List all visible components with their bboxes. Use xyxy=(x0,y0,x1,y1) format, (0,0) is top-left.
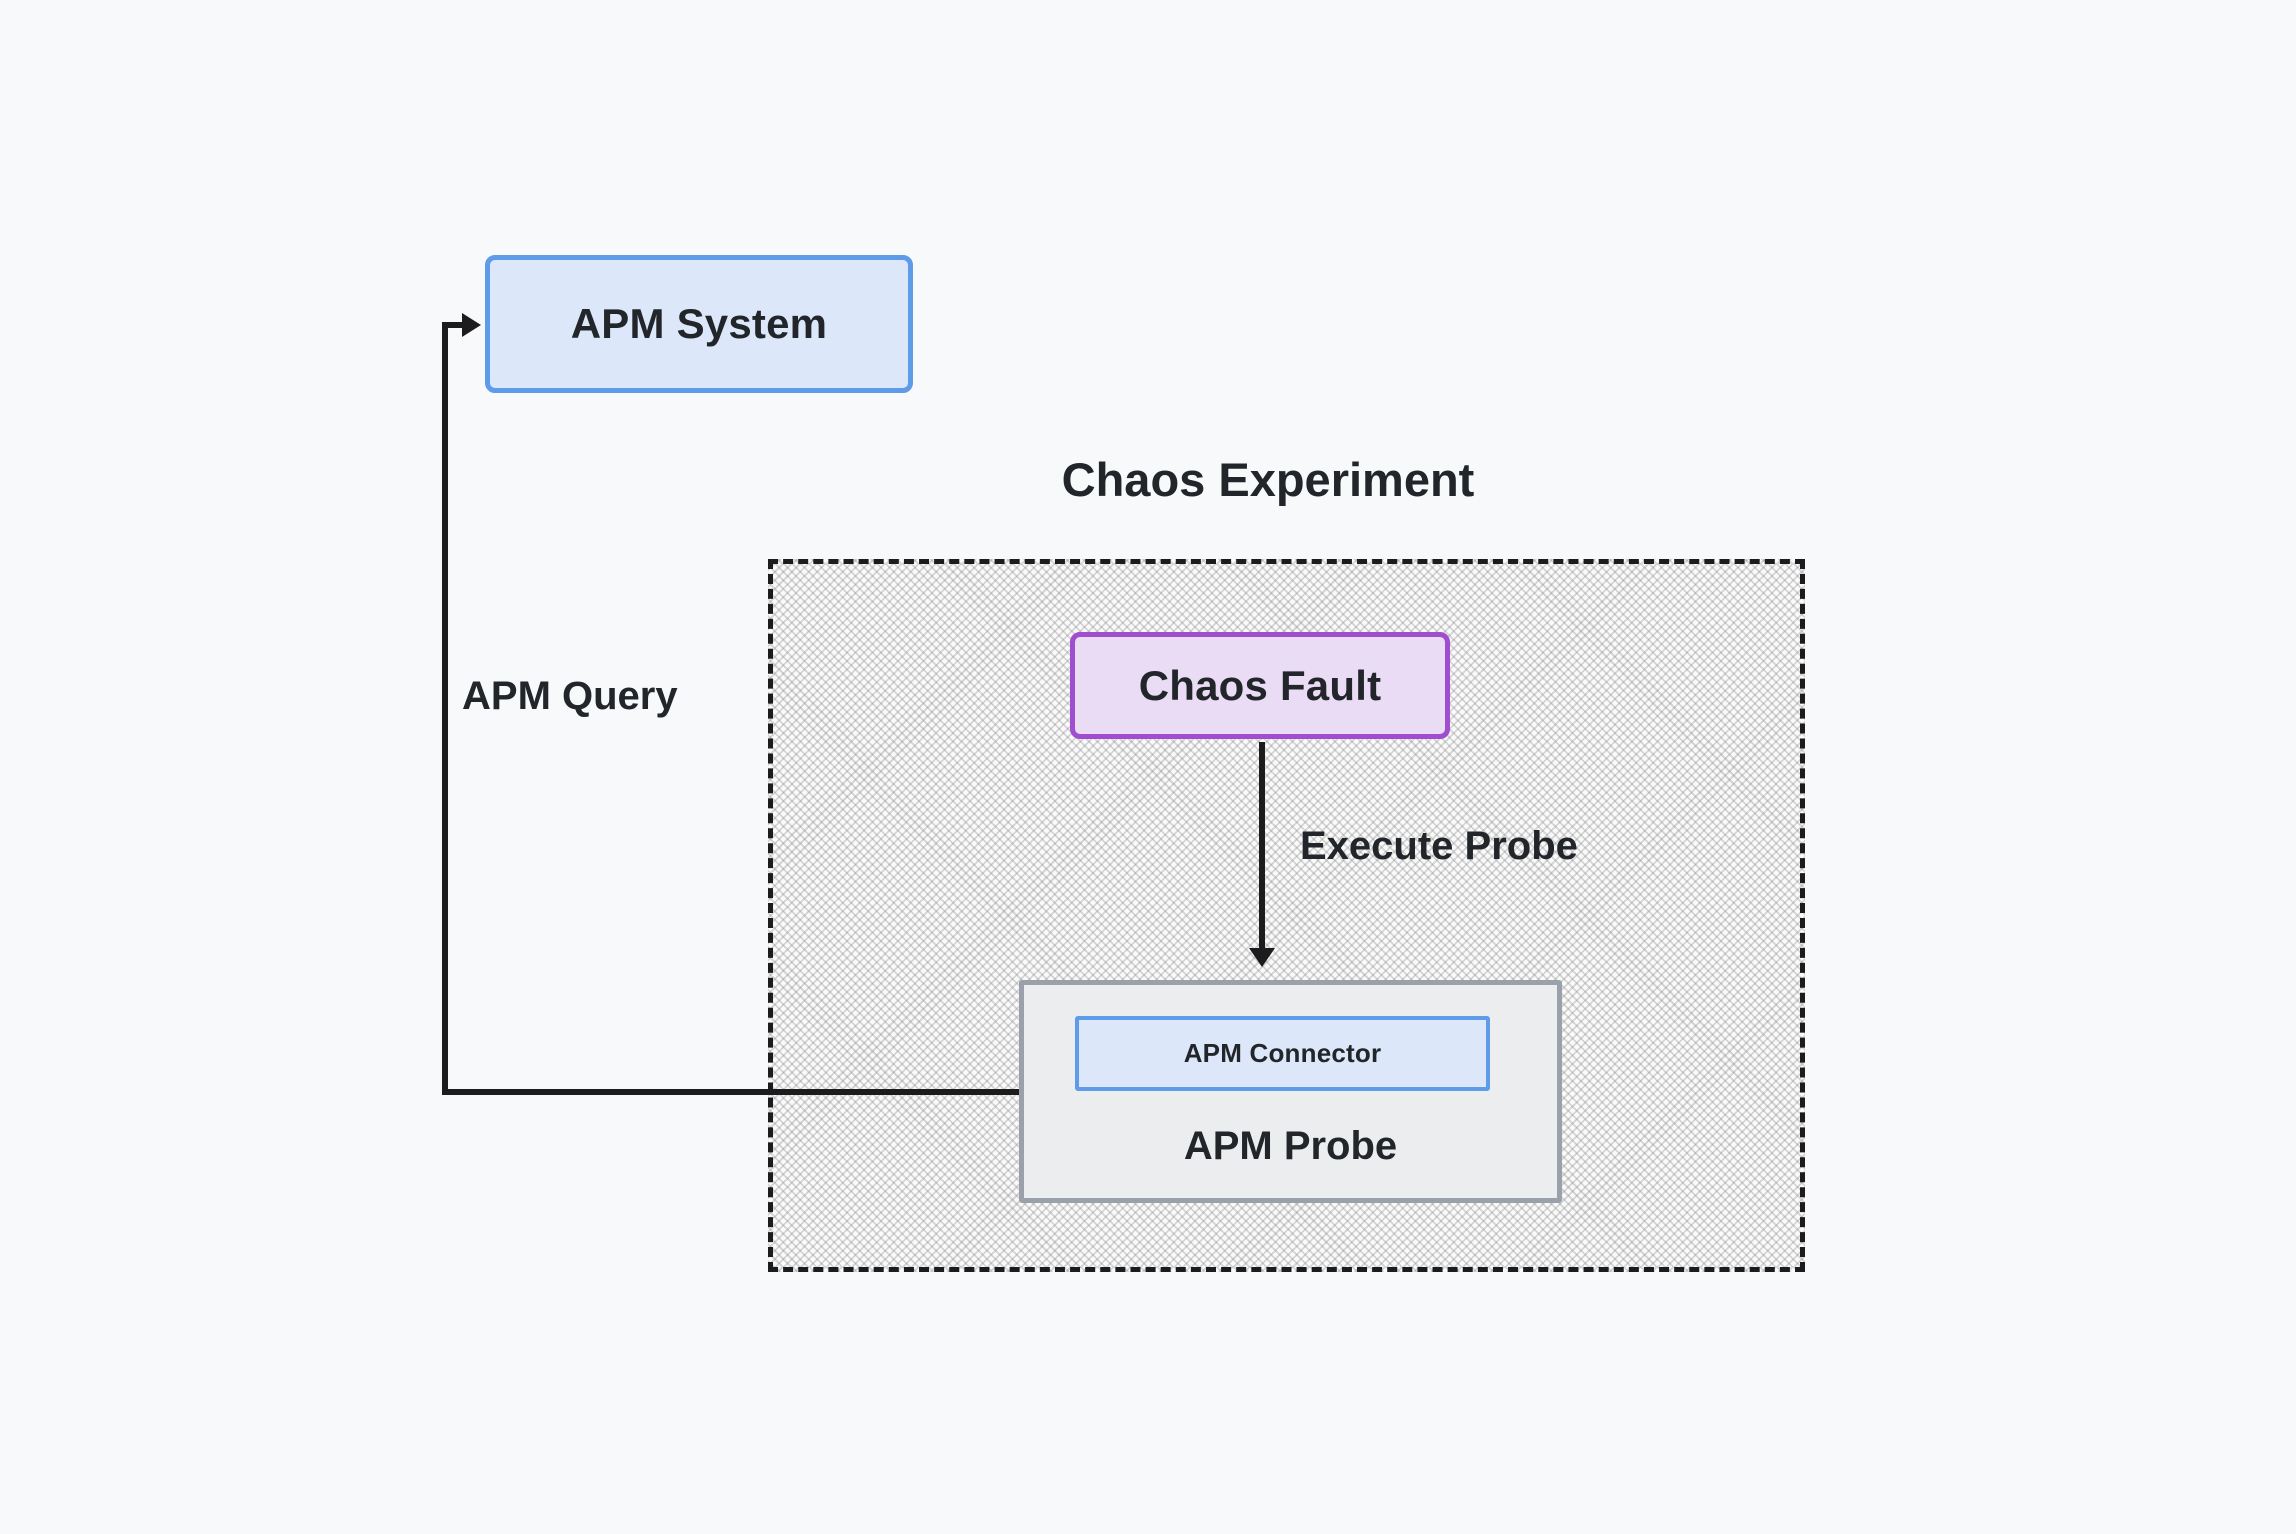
arrowhead-down-icon xyxy=(1249,948,1275,967)
execute-probe-arrow-line xyxy=(1259,742,1265,950)
apm-probe-label: APM Probe xyxy=(1183,1124,1398,1168)
apm-connector-node: APM Connector xyxy=(1075,1016,1490,1091)
chaos-fault-label: Chaos Fault xyxy=(1138,661,1382,709)
apm-system-label: APM System xyxy=(570,300,828,347)
apm-query-edge-label: APM Query xyxy=(462,674,678,718)
apm-connector-label: APM Connector xyxy=(1183,1038,1382,1068)
apm-probe-node xyxy=(1019,980,1562,1203)
chaos-fault-node: Chaos Fault xyxy=(1070,632,1450,739)
apm-query-arrow-segment-top xyxy=(442,322,466,328)
apm-system-node: APM System xyxy=(485,255,913,393)
chaos-experiment-title: Chaos Experiment xyxy=(1061,453,1475,506)
arrowhead-right-icon xyxy=(462,313,481,337)
apm-query-arrow-segment-bottom xyxy=(442,1089,1019,1095)
apm-query-arrow-segment-vertical xyxy=(442,322,448,1095)
execute-probe-edge-label: Execute Probe xyxy=(1300,824,1578,868)
